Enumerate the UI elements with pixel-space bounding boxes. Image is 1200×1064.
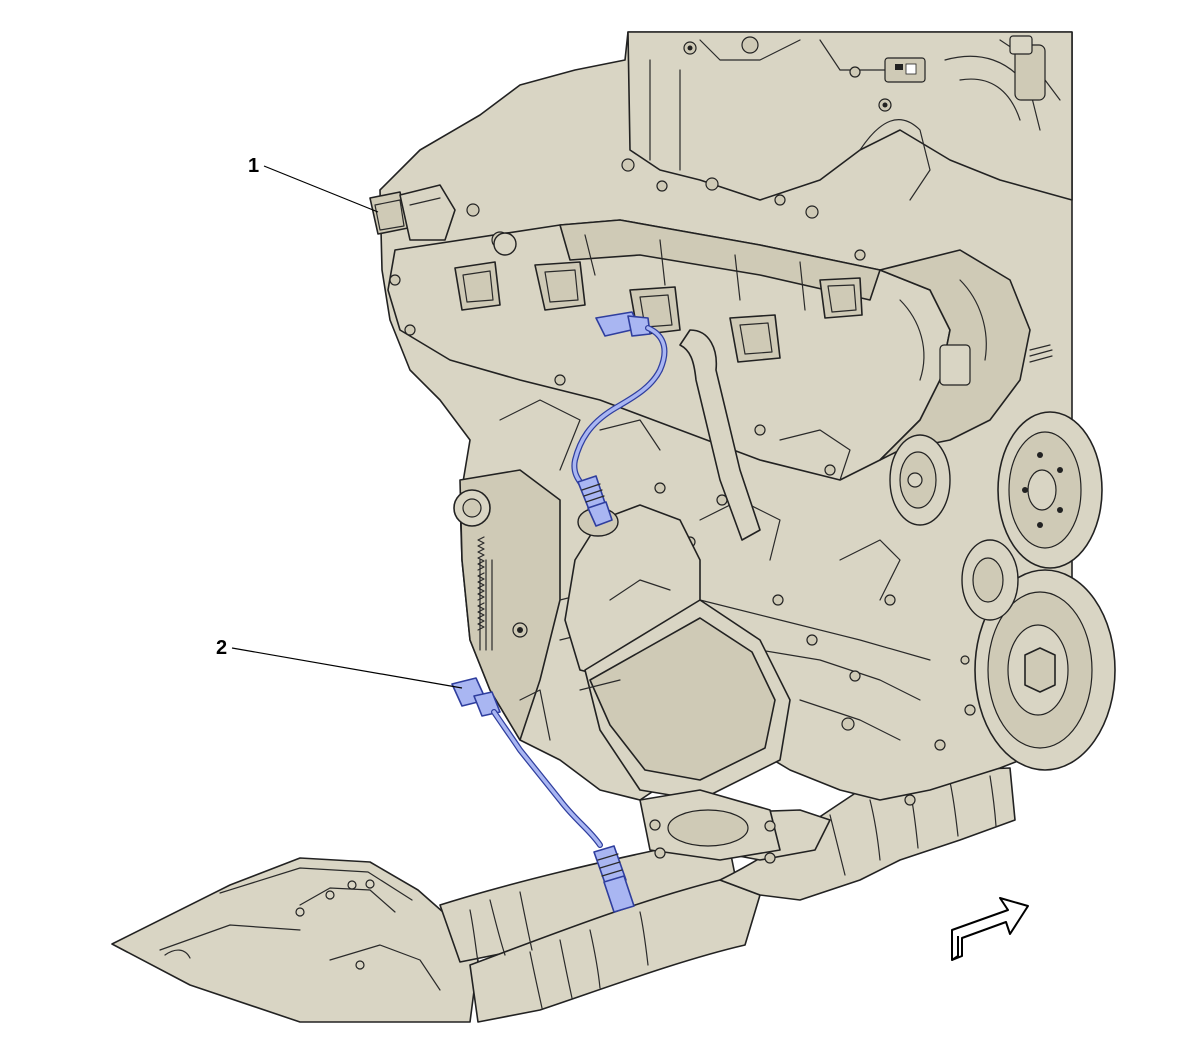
callout-label-2: 2: [216, 637, 227, 659]
forward-arrow-icon: [951, 897, 1029, 961]
leader-line-1: [263, 165, 379, 213]
block-bolts: [389, 274, 976, 806]
heat-shield: [111, 857, 479, 1023]
leader-line-2: [231, 647, 463, 689]
oxygen-sensor-2: [451, 677, 635, 913]
crankshaft-pulleys: [889, 411, 1116, 771]
oxygen-sensor-1: [571, 311, 668, 527]
callout-1: 1: [248, 155, 379, 213]
engine-block: [369, 31, 1116, 864]
catalytic-converter: [564, 504, 791, 864]
cam-sensor-area: [369, 184, 517, 256]
callout-2: 2: [216, 637, 463, 689]
callout-label-1: 1: [248, 155, 259, 177]
